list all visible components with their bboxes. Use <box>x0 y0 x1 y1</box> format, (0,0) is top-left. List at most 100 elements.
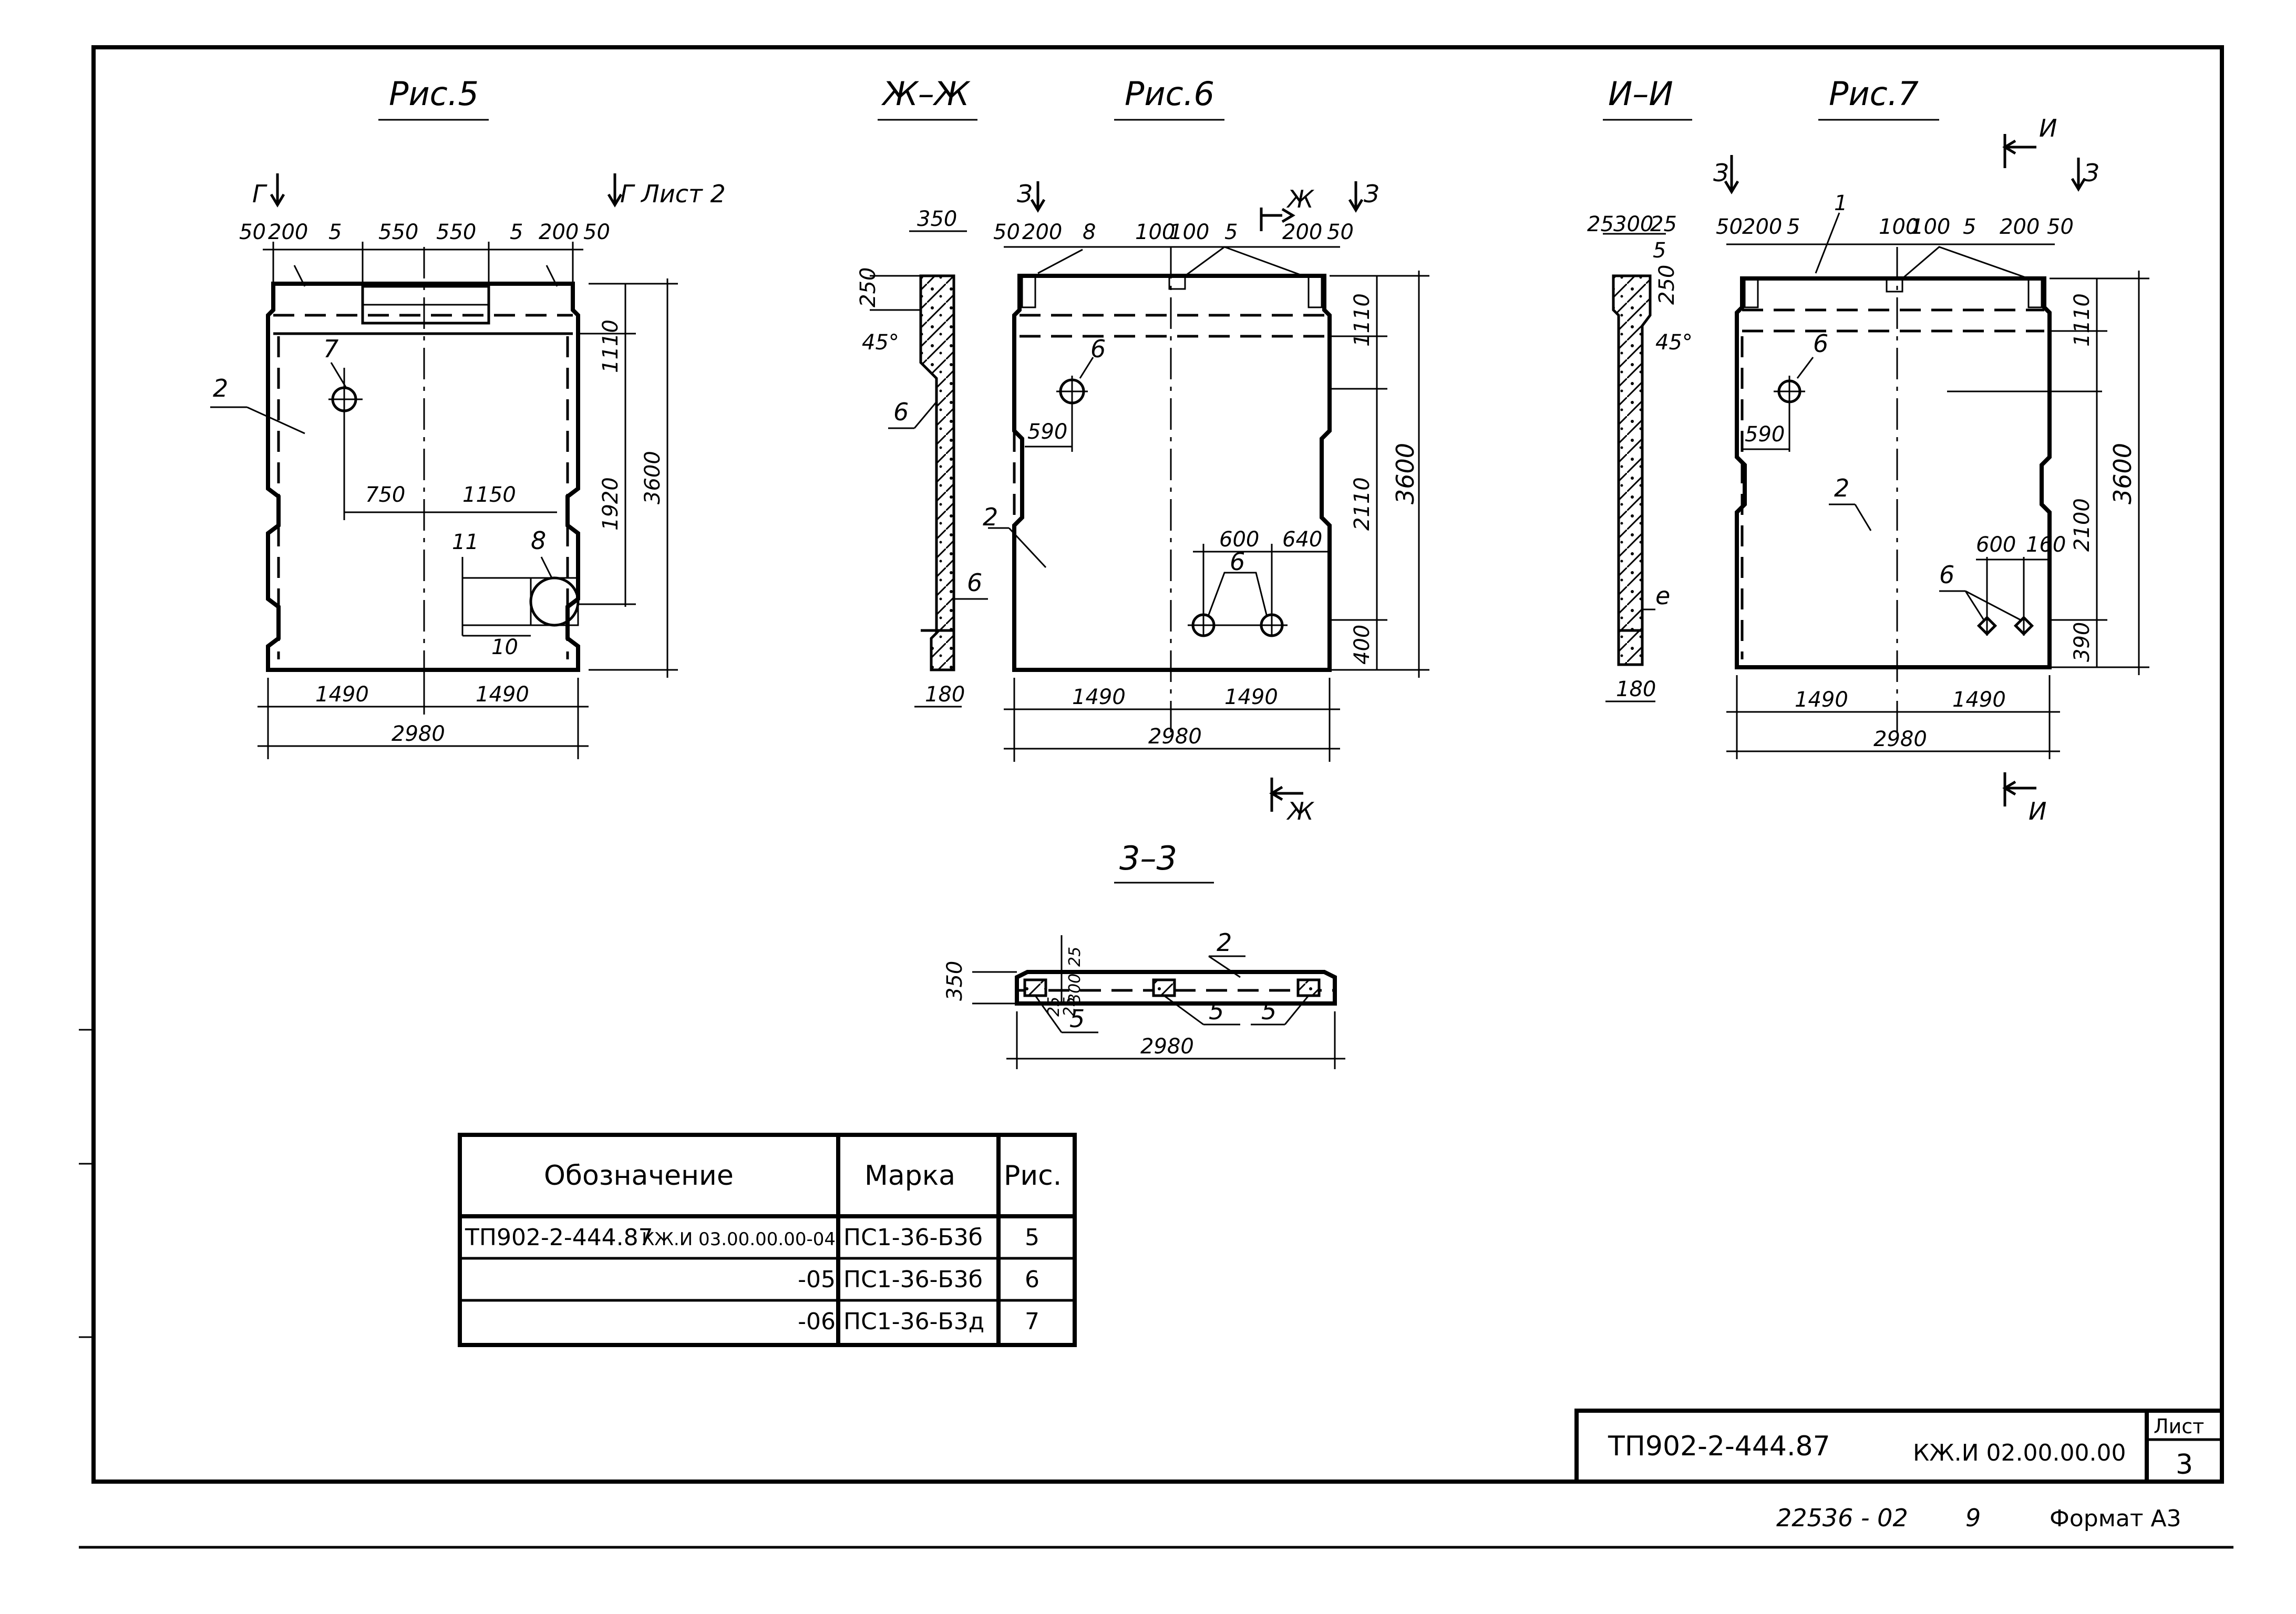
fig7-outline <box>1735 276 2052 669</box>
fig5-dim-11: 11 <box>452 530 479 554</box>
section33-dim-25c: 25 <box>1061 997 1079 1017</box>
table-cell-mark: ПС1-36-Б3б <box>843 1266 983 1293</box>
fig6-dim-600: 600 <box>1219 527 1259 552</box>
sectionI-dim-25a: 25 <box>1587 212 1614 236</box>
fig6-dim-top-8: 8 <box>1083 220 1096 244</box>
fig7-dim-top-1: 1 <box>1834 191 1847 215</box>
table-header-designation: Обозначение <box>544 1160 734 1192</box>
section33-callout-5a: 5 <box>1069 1005 1085 1033</box>
fig5-dim-right-1110: 1110 <box>599 319 623 373</box>
title-block-project: ТП902-2-444.87 <box>1608 1431 1830 1462</box>
fig5-dim-top-50b: 50 <box>583 220 610 244</box>
sheet-frame <box>79 45 2233 1549</box>
fig5-dim-top-550b: 550 <box>436 220 476 244</box>
fig7-dim-top-200b: 200 <box>2000 215 2040 239</box>
fig6-dim-top-200a: 200 <box>1022 220 1062 244</box>
sectionZh-profile <box>919 274 955 671</box>
fig6-mark-3-left: З <box>1017 180 1033 208</box>
fig5-dim-bottom-1490b: 1490 <box>476 682 529 707</box>
fig6-mark-3-right: З <box>1364 180 1379 208</box>
sectionI-callout-e: е <box>1655 582 1670 610</box>
fig7-dim-top-50a: 50 <box>1716 215 1743 239</box>
fig7-mark-i: И <box>2039 114 2057 142</box>
table-cell-code: -06 <box>798 1308 836 1335</box>
table-cell-fig: 5 <box>1025 1224 1039 1251</box>
section-zh-zh: Ж–Ж 350 250 45° 6 6 180 <box>856 75 988 708</box>
fig5-dim-bottom-2980: 2980 <box>392 722 445 746</box>
table-cell-fig: 6 <box>1025 1266 1039 1293</box>
sectionI-dim-180: 180 <box>1616 677 1656 701</box>
fig5-dim-1150: 1150 <box>462 483 516 507</box>
title-block-sheet-number: 3 <box>2176 1449 2193 1481</box>
fig6-dim-top-100a: 100 <box>1135 220 1175 244</box>
fig7-title: Рис.7 <box>1829 75 1919 113</box>
fig5-dim-top-50a: 50 <box>239 220 266 244</box>
table-cell-mark: ПС1-36-Б3б <box>843 1224 983 1251</box>
fig7-dim-590: 590 <box>1745 422 1785 447</box>
section-3-3: 3–3 350 25 300 25 25 2 5 5 5 2980 <box>943 839 1345 1069</box>
fig6-callout-6a: 6 <box>1090 335 1106 363</box>
sectionZh-title: Ж–Ж <box>881 75 971 113</box>
table-row: ТП902-2-444.87 КЖ.И 03.00.00.00-04 ПС1-3… <box>465 1224 1039 1251</box>
section33-callout-5b: 5 <box>1209 997 1224 1025</box>
fig7-dim-top-200a: 200 <box>1742 215 1782 239</box>
fig6-dim-640: 640 <box>1282 527 1322 552</box>
table-row: -06 ПС1-36-Б3д 7 <box>798 1308 1039 1335</box>
sectionZh-callout-6a: 6 <box>893 398 909 426</box>
fig7-mark-3-right: З <box>2084 159 2099 187</box>
figure-7: Рис.7 З И З 6 590 2 <box>1713 75 2149 825</box>
fig7-callout-6b: 6 <box>1939 561 1954 589</box>
fig5-dim-top-5b: 5 <box>510 220 523 244</box>
sectionI-dim-25b: 25 <box>1650 212 1677 236</box>
sectionI-dim-45: 45° <box>1655 330 1693 355</box>
fig5-mark-left: Г <box>252 180 267 208</box>
fig6-dim-top-5: 5 <box>1224 220 1238 244</box>
fig5-dim-top-200a: 200 <box>268 220 308 244</box>
fig7-dim-bottom-2980: 2980 <box>1873 727 1927 751</box>
fig7-dim-right-3600: 3600 <box>2108 443 2137 504</box>
fig6-dim-590: 590 <box>1027 420 1067 444</box>
fig6-dim-bottom-2980: 2980 <box>1148 725 1202 749</box>
fig5-dim-top-550a: 550 <box>378 220 418 244</box>
fig6-dim-right-1110: 1110 <box>1350 293 1374 347</box>
fig7-dim-top-5b: 5 <box>1963 215 1976 239</box>
table-cell-code: -05 <box>798 1266 836 1293</box>
fig5-dim-750: 750 <box>365 483 405 507</box>
figure-5: Рис.5 Г Г Лист 2 7 8 11 <box>210 75 726 759</box>
fig7-dim-right-2100: 2100 <box>2070 498 2094 552</box>
fig6-dim-right-3600: 3600 <box>1391 443 1419 504</box>
footer-format: Формат А3 <box>2050 1505 2181 1532</box>
table-cell-code: КЖ.И 03.00.00.00-04 <box>642 1229 836 1250</box>
section33-callout-5c: 5 <box>1261 997 1276 1025</box>
section-i-i: И–И 25 300 25 5 250 45° е 180 <box>1587 75 1693 702</box>
table-cell-mark: ПС1-36-Б3д <box>843 1308 984 1335</box>
section33-dim-350: 350 <box>943 961 967 1001</box>
fig6-callout-6b: 6 <box>1230 547 1245 576</box>
sectionI-dim-250: 250 <box>1655 265 1679 305</box>
sectionZh-dim-250: 250 <box>856 267 880 307</box>
fig6-dim-right-2110: 2110 <box>1350 477 1374 531</box>
fig5-dim-top-200b: 200 <box>539 220 579 244</box>
fig6-mark-zh: Ж <box>1286 185 1315 213</box>
fig7-mark-3-left: З <box>1713 159 1729 187</box>
fig7-dim-bottom-1490b: 1490 <box>1952 688 2006 712</box>
table-cell-designation: ТП902-2-444.87 <box>465 1224 653 1251</box>
table-cell-fig: 7 <box>1025 1308 1039 1335</box>
fig7-callout-2: 2 <box>1834 474 1849 502</box>
section33-title: 3–3 <box>1119 839 1177 877</box>
footer-page: 9 <box>1965 1504 1981 1532</box>
fig5-dim-right-1920: 1920 <box>599 477 623 531</box>
fig5-callout-8: 8 <box>531 526 546 555</box>
fig6-dim-right-400: 400 <box>1350 625 1374 665</box>
fig6-dim-bottom-1490b: 1490 <box>1224 685 1278 709</box>
section33-dim-300: 300 <box>1066 974 1084 1003</box>
section33-callout-2: 2 <box>1217 928 1232 957</box>
fig6-dim-top-50a: 50 <box>993 220 1020 244</box>
sectionZh-callout-6b: 6 <box>967 568 982 597</box>
fig7-dim-top-100a: 100 <box>1879 215 1919 239</box>
fig5-title: Рис.5 <box>389 75 479 113</box>
fig6-dim-top-50b: 50 <box>1327 220 1354 244</box>
title-block-code: КЖ.И 02.00.00.00 <box>1913 1440 2126 1466</box>
fig7-callout-6a: 6 <box>1813 329 1828 358</box>
fig7-dim-top-100b: 100 <box>1910 215 1950 239</box>
